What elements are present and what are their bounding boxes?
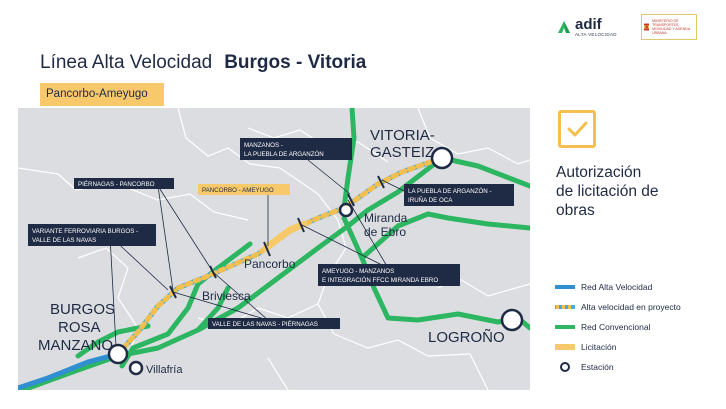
logos: adif ALTA VELOCIDAD MINISTERIO DE TRANSP… [556, 14, 697, 40]
status-box [558, 110, 596, 148]
legend-label-project: Alta velocidad en proyecto [581, 302, 681, 312]
legend-item-station: Estación [555, 357, 681, 377]
section-labels: MANZANOS - LA PUEBLA DE ARGANZÓN PIÉRNAG… [28, 138, 514, 329]
city-pancorbo: Pancorbo [244, 257, 296, 271]
legend-label-station: Estación [581, 362, 614, 372]
stations [107, 146, 524, 376]
project-line-icon [555, 297, 575, 317]
rail-map-svg: BURGOS ROSA MANZANO VITORIA- GASTEIZ LOG… [18, 108, 530, 390]
page-title: Línea Alta Velocidad Burgos - Vitoria [40, 52, 366, 74]
label-pancorbo-ameyugo: PANCORBO - AMEYUGO [202, 187, 274, 194]
city-miranda: Miranda de Ebro [364, 211, 411, 239]
legend-item-hsr: Red Alta Velocidad [555, 277, 681, 297]
city-briviesca: Briviesca [202, 289, 251, 303]
legend-label-conventional: Red Convencional [581, 322, 651, 332]
title-prefix: Línea Alta Velocidad [40, 52, 213, 73]
title-route: Burgos - Vitoria [224, 52, 367, 73]
label-manzanos-puebla: MANZANOS - LA PUEBLA DE ARGANZÓN [244, 142, 324, 158]
adif-sub: ALTA VELOCIDAD [575, 31, 617, 37]
legend: Red Alta Velocidad Alta velocidad en pro… [555, 277, 681, 377]
government-logo: MINISTERIO DE TRANSPORTES, MOVILIDAD Y A… [640, 14, 697, 40]
status-line-1: Autorización [556, 164, 642, 181]
legend-item-tender: Licitación [555, 337, 681, 357]
city-villafria: Villafría [146, 364, 183, 376]
rail-map: BURGOS ROSA MANZANO VITORIA- GASTEIZ LOG… [18, 108, 530, 390]
city-burgos: BURGOS ROSA MANZANO [38, 301, 119, 354]
legend-item-conventional: Red Convencional [555, 317, 681, 337]
adif-mark-icon [558, 21, 570, 33]
status-line-2: de licitación de [556, 183, 659, 200]
label-valle-piernagas: VALLE DE LAS NAVAS - PIÉRNAGAS [212, 321, 318, 328]
high-speed-line [18, 351, 121, 390]
label-variante: VARIANTE FERROVIARIA BURGOS - VALLE DE L… [32, 228, 140, 244]
label-puebla-iruna: LA PUEBLA DE ARGANZÓN - IRUÑA DE OCA [408, 188, 493, 204]
section-tag: Pancorbo-Ameyugo [40, 83, 164, 106]
city-labels: BURGOS ROSA MANZANO VITORIA- GASTEIZ LOG… [38, 127, 505, 376]
label-ameyugo-manzanos: AMEYUGO - MANZANOS E INTEGRACIÓN FFCC MI… [322, 268, 438, 284]
city-vitoria: VITORIA- GASTEIZ [370, 127, 439, 161]
conventional-line-icon [555, 317, 575, 337]
legend-label-tender: Licitación [581, 342, 617, 352]
city-logrono: LOGROÑO [428, 329, 505, 346]
station-icon [555, 357, 575, 377]
hsr-line-icon [555, 277, 575, 297]
government-text: MINISTERIO DE TRANSPORTES, MOVILIDAD Y A… [652, 19, 690, 35]
adif-logo: adif ALTA VELOCIDAD [556, 15, 617, 37]
label-piernagas-pancorbo: PIÉRNAGAS - PANCORBO [78, 181, 155, 188]
check-icon [567, 121, 588, 137]
tender-line-icon [555, 337, 575, 357]
adif-name: adif [575, 15, 602, 33]
legend-item-project: Alta velocidad en proyecto [555, 297, 681, 317]
status-line-3: obras [556, 202, 595, 219]
coat-of-arms-icon [643, 23, 650, 31]
leader-lines [109, 159, 407, 347]
tender-section [262, 220, 308, 252]
status-label: Autorización de licitación de obras [556, 163, 716, 220]
legend-label-hsr: Red Alta Velocidad [581, 282, 653, 292]
